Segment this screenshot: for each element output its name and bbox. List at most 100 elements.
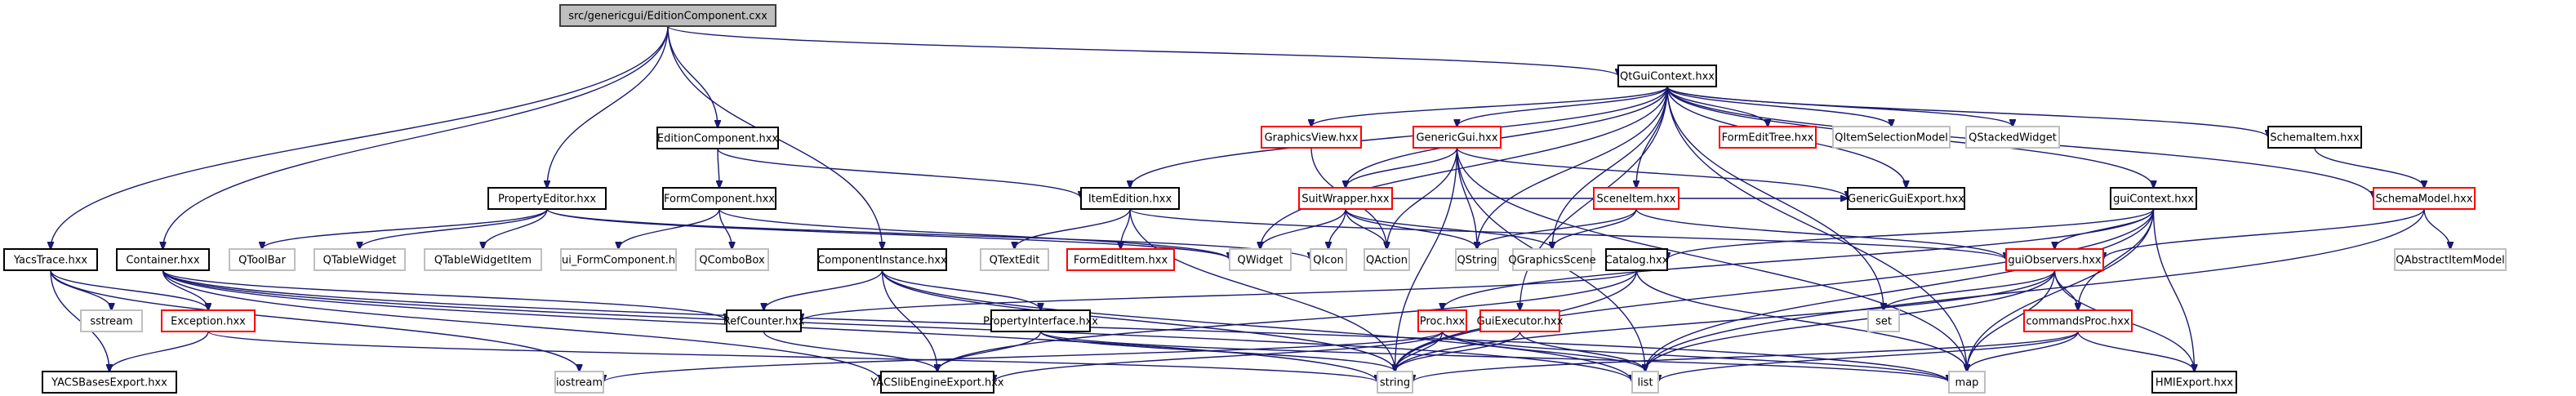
node-box <box>2373 187 2476 210</box>
node-label: YacsTrace.hxx <box>13 255 88 267</box>
node-box <box>656 127 779 149</box>
node-label: QTextEdit <box>990 255 1040 267</box>
node-box <box>1512 248 1592 271</box>
node-exception-hxx[interactable]: Exception.hxx <box>161 309 256 332</box>
node-formedititem-hxx[interactable]: FormEditItem.hxx <box>1066 248 1175 271</box>
node-hmiexport-hxx[interactable]: HMIExport.hxx <box>2151 371 2237 394</box>
edge-suitwrapper-to-qstring <box>1345 208 1477 249</box>
node-box <box>695 248 769 271</box>
node-label: string <box>1380 377 1410 389</box>
node-label: iostream <box>556 377 603 389</box>
node-box <box>1310 248 1347 271</box>
edge-commandsproc-to-string <box>1413 331 2079 382</box>
node-guicontext-hxx[interactable]: guiContext.hxx <box>2110 187 2197 210</box>
node-label: QStackedWidget <box>1969 132 2057 145</box>
node-label: Exception.hxx <box>171 316 246 328</box>
edge-qtguicontext-to-schemaitem <box>1666 86 2268 137</box>
node-componentinstance-hxx[interactable]: ComponentInstance.hxx <box>817 248 947 271</box>
node-box <box>662 187 776 210</box>
node-label: GuiExecutor.hxx <box>1477 316 1564 328</box>
edge-guicontext-to-map <box>1967 208 2155 372</box>
edge-schemamodel-to-qabstractitemmodel <box>2423 208 2450 249</box>
node-label: QTableWidgetItem <box>434 255 532 267</box>
node-qabstractitemmodel: QAbstractItemModel <box>2394 248 2507 271</box>
node-box <box>1413 126 1502 149</box>
edge-propertyinterface-to-yacslibengineexport <box>937 331 1042 372</box>
node-box <box>1948 371 1986 394</box>
node-box <box>2110 187 2197 210</box>
node-catalog-hxx[interactable]: Catalog.hxx <box>1605 248 1669 271</box>
node-graphicsview-hxx[interactable]: GraphicsView.hxx <box>1261 126 1362 149</box>
node-yacsbasesexport-hxx[interactable]: YACSBasesExport.hxx <box>42 371 177 394</box>
node-qtguicontext-hxx[interactable]: QtGuiContext.hxx <box>1617 65 1717 87</box>
node-propertyinterface-hxx[interactable]: PropertyInterface.hxx <box>983 309 1098 332</box>
node-src-genericgui-editioncomponent-cxx[interactable]: src/genericgui/EditionComponent.cxx <box>559 4 776 27</box>
node-label: Container.hxx <box>126 255 199 267</box>
node-sceneitem-hxx[interactable]: SceneItem.hxx <box>1593 187 1680 210</box>
node-qtablewidget: QTableWidget <box>314 248 406 271</box>
node-label: list <box>1637 377 1653 389</box>
edge-commandsproc-to-list <box>1658 331 2079 382</box>
edge-catalog-to-map <box>1635 269 1968 372</box>
node-label: SceneItem.hxx <box>1597 194 1676 206</box>
node-label: YACSBasesExport.hxx <box>51 377 167 389</box>
node-label: ComponentInstance.hxx <box>817 255 947 267</box>
edge-itemedition-to-qtextedit <box>1015 208 1131 249</box>
node-schemamodel-hxx[interactable]: SchemaModel.hxx <box>2373 187 2476 210</box>
node-guiobservers-hxx[interactable]: guiObservers.hxx <box>2005 248 2104 271</box>
node-label: FormEditItem.hxx <box>1074 255 1168 267</box>
node-label: QAction <box>1366 255 1408 267</box>
edge-guicontext-to-catalog <box>1667 208 2155 260</box>
node-box <box>2005 248 2104 271</box>
node-suitwrapper-hxx[interactable]: SuitWrapper.hxx <box>1298 187 1393 210</box>
edge-qtguicontext-to-genericgui <box>1457 86 1668 127</box>
node-label: QWidget <box>1237 255 1283 267</box>
edge-sceneitem-to-guiobservers <box>1635 208 2006 260</box>
edge-guiexecutor-to-string <box>1395 331 1521 372</box>
node-box <box>880 371 994 394</box>
edge-guicontext-to-proc <box>1443 208 2155 310</box>
node-box <box>560 248 677 271</box>
edge-refcounter-to-yacslibengineexport <box>763 331 938 372</box>
node-box <box>314 248 406 271</box>
edge-catalog-to-yacslibengineexport <box>937 269 1638 372</box>
node-box <box>990 309 1091 332</box>
edge-suitwrapper-to-qwidget <box>1261 208 1346 249</box>
node-iostream: iostream <box>554 371 604 394</box>
node-guiexecutor-hxx[interactable]: GuiExecutor.hxx <box>1477 309 1564 332</box>
node-box <box>980 248 1049 271</box>
edge-guiobservers-to-commandsproc <box>2053 269 2079 310</box>
node-label: src/genericgui/EditionComponent.cxx <box>568 11 767 23</box>
node-proc-hxx[interactable]: Proc.hxx <box>1417 309 1467 332</box>
node-box <box>1455 248 1499 271</box>
node-commandsproc-hxx[interactable]: commandsProc.hxx <box>2023 309 2133 332</box>
edge-componentinstance-to-propertyinterface <box>881 269 1041 310</box>
edge-propertyinterface-to-string <box>1039 331 1395 372</box>
node-genericgui-hxx[interactable]: GenericGui.hxx <box>1413 126 1502 149</box>
node-box <box>116 248 210 271</box>
edge-container-to-list <box>162 269 1633 382</box>
edge-itemedition-to-guiobservers <box>1129 208 2006 260</box>
node-box <box>1605 248 1668 271</box>
node-propertyeditor-hxx[interactable]: PropertyEditor.hxx <box>487 187 607 210</box>
node-container-hxx[interactable]: Container.hxx <box>116 248 210 271</box>
node-schemaitem-hxx[interactable]: SchemaItem.hxx <box>2267 126 2362 149</box>
edge-commandsproc-to-hmiexport <box>2077 331 2195 372</box>
edge-commandsproc-to-map <box>1967 331 2079 372</box>
node-editioncomponent-hxx[interactable]: EditionComponent.hxx <box>656 127 779 149</box>
node-formcomponent-hxx[interactable]: FormComponent.hxx <box>662 187 776 210</box>
node-formedittree-hxx[interactable]: FormEditTree.hxx <box>1719 126 1817 149</box>
edge-root-to-yacstrace <box>51 25 669 249</box>
node-label: QtGuiContext.hxx <box>1620 71 1715 83</box>
node-box <box>2394 248 2507 271</box>
node-qstackedwidget: QStackedWidget <box>1965 126 2060 149</box>
edge-guiobservers-to-list <box>1645 269 2056 372</box>
node-ui-formcomponent-h: ui_FormComponent.h <box>560 248 677 271</box>
edge-genericgui-to-map <box>1456 147 1968 372</box>
node-refcounter-hxx[interactable]: RefCounter.hxx <box>723 309 805 332</box>
edge-qtguicontext-to-suitwrapper <box>1346 86 1668 188</box>
node-genericguiexport-hxx[interactable]: GenericGuiExport.hxx <box>1847 187 1965 210</box>
node-yacstrace-hxx[interactable]: YacsTrace.hxx <box>3 248 98 271</box>
node-itemedition-hxx[interactable]: ItemEdition.hxx <box>1080 187 1180 210</box>
node-yacslibengineexport-hxx[interactable]: YACSlibEngineExport.hxx <box>870 371 1004 394</box>
